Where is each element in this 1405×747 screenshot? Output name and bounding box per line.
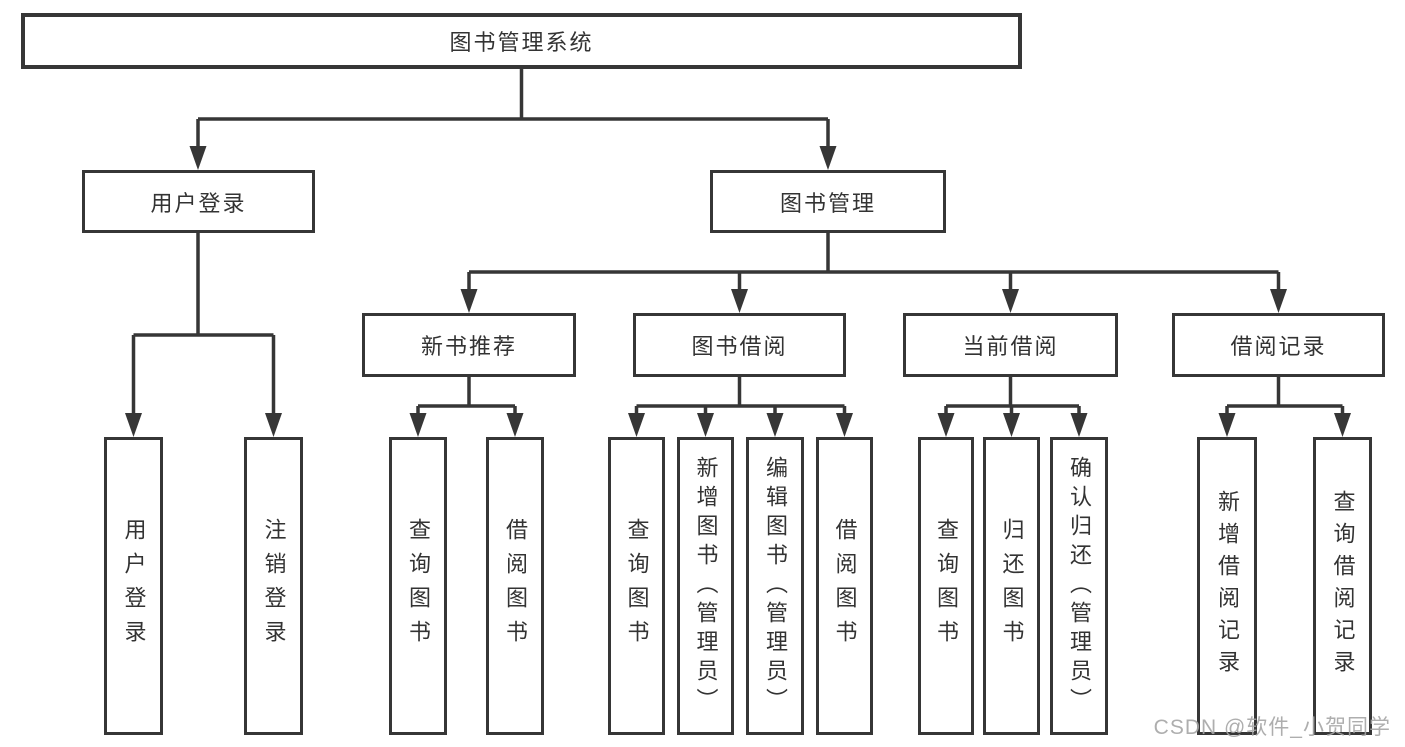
- leaf-label: 确认归还（管理员）: [1067, 455, 1092, 717]
- arrowheads: [125, 146, 1351, 437]
- leaf-label: 查询图书: [624, 518, 650, 654]
- node-label: 当前借阅: [962, 334, 1059, 359]
- leaf-query-books-2: 查询图书: [608, 437, 665, 735]
- leaf-return-books: 归还图书: [983, 437, 1040, 735]
- leaf-label: 查询图书: [406, 518, 431, 654]
- node-book-management: 图书管理: [710, 170, 946, 233]
- node-book-borrow: 图书借阅: [633, 313, 846, 377]
- leaf-add-borrow-record: 新增借阅记录: [1197, 437, 1257, 735]
- node-library-management-system: 图书管理系统: [21, 13, 1022, 69]
- node-borrow-records: 借阅记录: [1172, 313, 1385, 377]
- leaf-borrow-books-1: 借阅图书: [486, 437, 544, 735]
- leaf-query-books-3: 查询图书: [918, 437, 974, 735]
- node-label: 图书管理系统: [449, 30, 594, 55]
- leaf-label: 注销登录: [261, 518, 287, 654]
- node-label: 用户登录: [150, 190, 247, 216]
- leaf-query-books-1: 查询图书: [389, 437, 447, 735]
- leaf-edit-books-admin: 编辑图书（管理员）: [746, 437, 804, 735]
- leaf-borrow-books-2: 借阅图书: [816, 437, 873, 735]
- node-label: 图书借阅: [691, 334, 788, 359]
- watermark: CSDN @软件_小贺同学: [1153, 716, 1391, 739]
- leaf-logout: 注销登录: [244, 437, 303, 735]
- leaf-label: 借阅图书: [832, 518, 858, 654]
- leaf-label: 新增图书（管理员）: [693, 455, 719, 717]
- node-label: 图书管理: [779, 190, 876, 216]
- leaf-label: 编辑图书（管理员）: [763, 455, 788, 717]
- leaf-label: 归还图书: [999, 518, 1025, 654]
- leaf-label: 借阅图书: [503, 518, 528, 654]
- node-user-login: 用户登录: [82, 170, 315, 233]
- leaf-label: 用户登录: [121, 518, 147, 654]
- leaf-query-borrow-record: 查询借阅记录: [1313, 437, 1372, 735]
- leaf-label: 新增借阅记录: [1215, 490, 1240, 682]
- node-label: 借阅记录: [1230, 334, 1327, 359]
- leaf-user-login: 用户登录: [104, 437, 163, 735]
- node-label: 新书推荐: [420, 334, 517, 359]
- node-new-book-recommend: 新书推荐: [362, 313, 576, 377]
- leaf-confirm-return-admin: 确认归还（管理员）: [1050, 437, 1108, 735]
- node-current-borrow: 当前借阅: [903, 313, 1118, 377]
- leaf-label: 查询借阅记录: [1330, 490, 1356, 682]
- leaf-add-books-admin: 新增图书（管理员）: [677, 437, 734, 735]
- leaf-label: 查询图书: [934, 518, 959, 654]
